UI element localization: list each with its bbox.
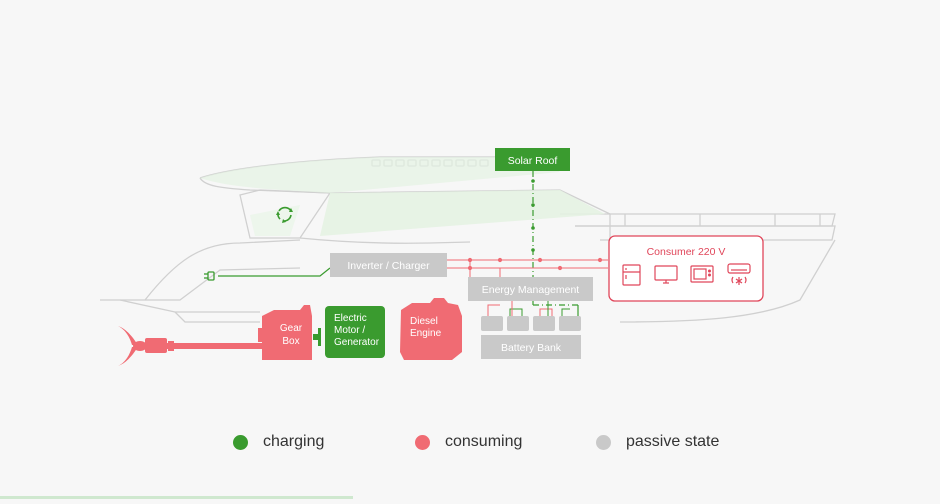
solar-roof-label: Solar Roof [508,155,558,167]
inverter-charger-box: Inverter / Charger [330,253,447,277]
plug-icon [204,271,215,281]
propeller-icon [118,326,147,366]
solar-line [531,171,579,316]
legend-item-passive: passive state [596,428,719,456]
solar-roof-box: Solar Roof [495,148,570,171]
legend-dot-consuming [415,434,430,450]
diesel-engine-label-2: Engine [410,328,442,339]
diesel-engine-label-1: Diesel [410,316,438,327]
battery-cell [533,316,555,331]
air-conditioner-icon [727,263,751,285]
electric-motor-label-2: Motor / [334,325,365,336]
gear-box-label-2: Box [282,336,299,347]
gear-box-label-1: Gear [280,323,303,334]
microwave-icon [690,265,714,283]
consumer-label: Consumer 220 V [647,246,726,258]
solar-tint [200,157,605,236]
battery-bank-label: Battery Bank [501,342,562,354]
battery-cell [559,316,581,331]
legend-dot-passive [596,434,611,450]
energy-management-box: Energy Management [468,277,593,301]
recycle-icon [276,206,293,223]
diesel-engine: Diesel Engine [400,298,462,360]
legend-label-consuming: consuming [445,433,523,450]
legend: charging consuming passive state [0,428,940,456]
battery-connector-lines [487,300,570,316]
legend-label-passive: passive state [626,433,720,450]
battery-cells [481,316,581,331]
legend-dot-charging [233,434,248,450]
fridge-icon [622,264,641,286]
shore-power-line [218,267,331,277]
legend-item-consuming: consuming [415,428,522,456]
coupling [313,328,321,346]
gear-box: Gear Box [258,305,312,360]
progress-fill [0,496,354,499]
tv-icon [654,265,678,284]
electric-motor-label-1: Electric [334,313,367,324]
battery-bank-box: Battery Bank [481,335,581,359]
legend-item-charging: charging [233,428,324,456]
battery-cell [507,316,529,331]
consumer-box: Consumer 220 V [608,235,764,302]
drive-shaft [145,338,264,353]
energy-management-label: Energy Management [482,284,580,296]
inverter-charger-label: Inverter / Charger [347,260,430,272]
consumer-lines [432,257,608,277]
battery-cell [481,316,503,331]
legend-label-charging: charging [263,433,325,450]
progress-track [0,496,940,499]
electric-motor-generator-box: Electric Motor / Generator [325,306,385,358]
electric-motor-label-3: Generator [334,337,380,348]
